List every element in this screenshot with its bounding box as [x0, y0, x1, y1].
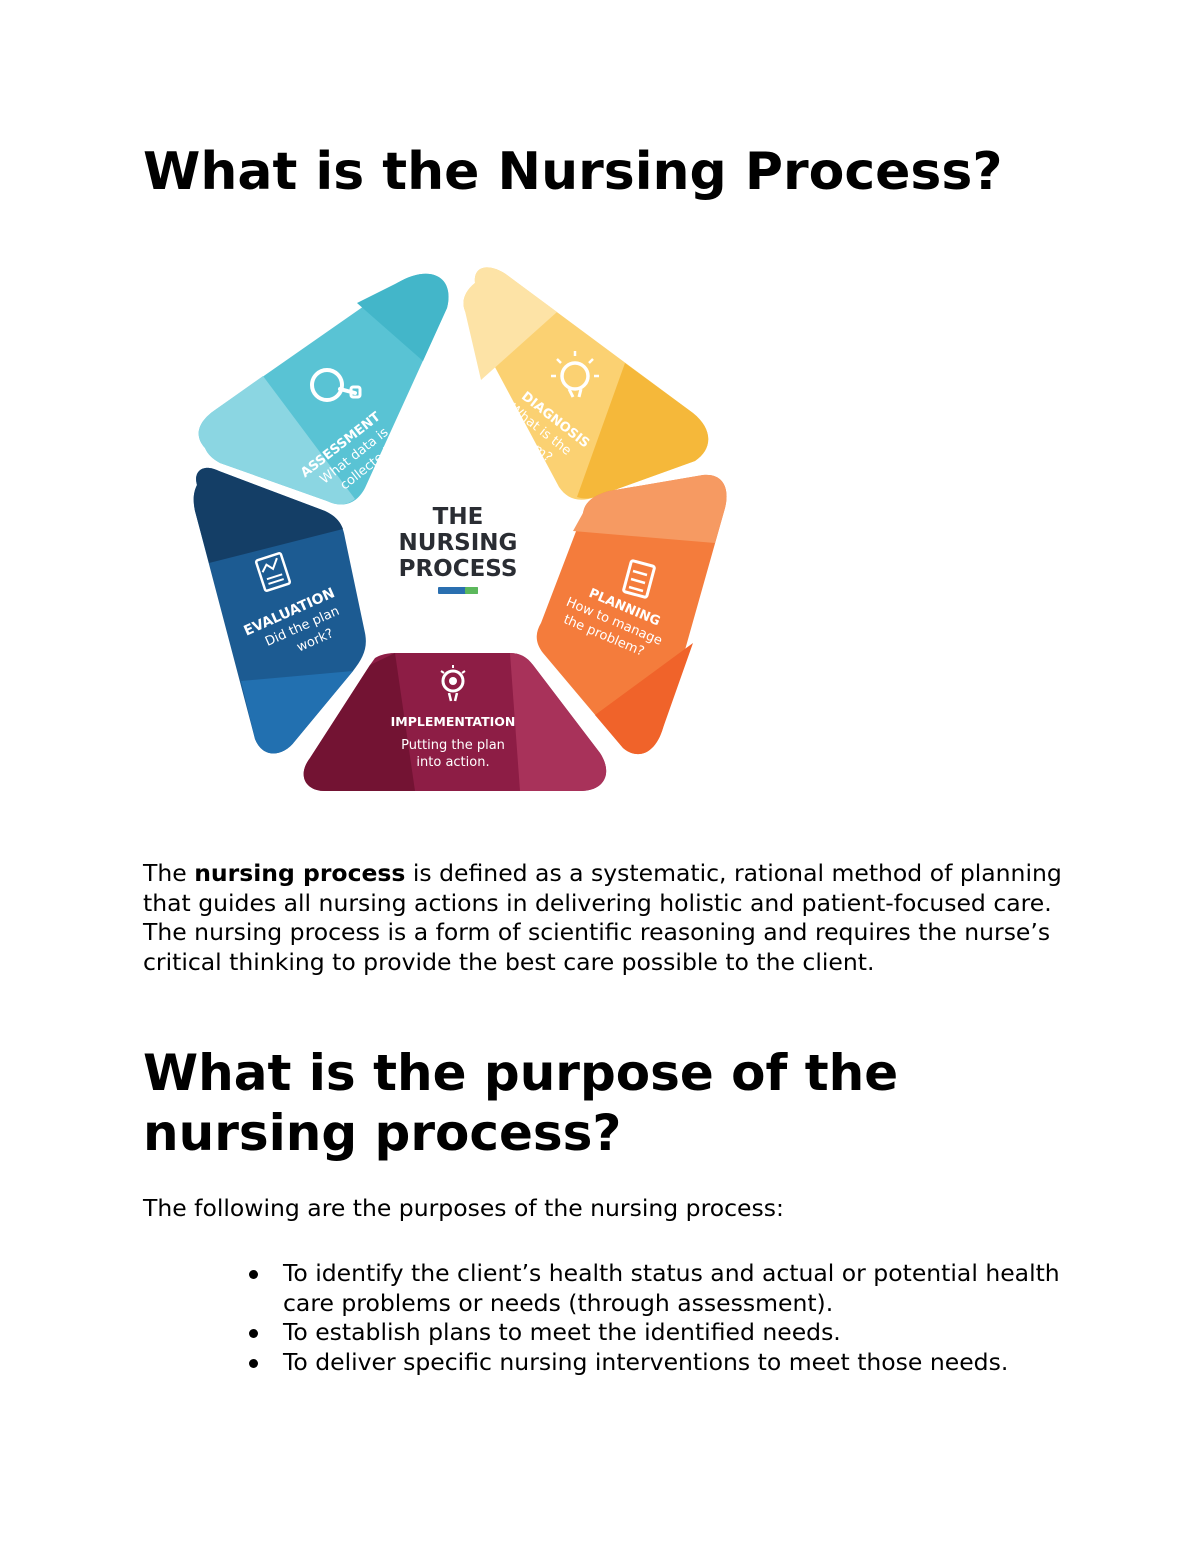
- purpose-list: To identify the client’s health status a…: [249, 1259, 1073, 1378]
- brand-logo: [438, 587, 478, 594]
- center-title-line2: NURSING: [399, 530, 518, 556]
- bullet-icon: [249, 1358, 258, 1368]
- page-title: What is the Nursing Process?: [143, 142, 1003, 202]
- section-heading-purpose: What is the purpose of the nursing proce…: [143, 1044, 899, 1162]
- diagnosis-segment: DIAGNOSIS What is the problem?: [463, 267, 709, 500]
- list-item: To establish plans to meet the identifie…: [249, 1318, 1073, 1348]
- planning-segment: PLANNING How to manage the problem?: [536, 474, 727, 755]
- definition-body: is defined as a systematic, rational met…: [143, 859, 1062, 977]
- list-item: To identify the client’s health status a…: [249, 1259, 1073, 1318]
- gear-bulb-icon: [440, 665, 466, 702]
- bullet-icon: [249, 1270, 258, 1279]
- definition-lead: The: [143, 859, 195, 887]
- implementation-line2: into action.: [416, 755, 489, 770]
- list-item-text: To establish plans to meet the identifie…: [283, 1318, 841, 1346]
- center-title-line3: PROCESS: [399, 556, 518, 582]
- lightbulb-icon: [551, 351, 599, 398]
- chart-report-icon: [254, 552, 292, 592]
- list-item-text: To identify the client’s health status a…: [283, 1259, 1060, 1317]
- diagram-center-title: THE NURSING PROCESS: [399, 504, 518, 594]
- assessment-segment: ASSESSMENT What data is collected?: [198, 273, 449, 505]
- center-title-line1: THE: [433, 504, 484, 530]
- bullet-icon: [249, 1329, 258, 1338]
- purpose-intro: The following are the purposes of the nu…: [143, 1194, 784, 1222]
- checklist-icon: [622, 559, 656, 599]
- evaluation-segment: EVALUATION Did the plan work?: [193, 467, 366, 754]
- implementation-title: IMPLEMENTATION: [391, 714, 516, 729]
- list-item: To deliver specific nursing intervention…: [249, 1347, 1073, 1378]
- implementation-line1: Putting the plan: [401, 738, 505, 753]
- list-item-text: To deliver specific nursing intervention…: [283, 1347, 1009, 1376]
- definition-paragraph: The nursing process is defined as a syst…: [143, 859, 1063, 978]
- implementation-segment: IMPLEMENTATION Putting the plan into act…: [303, 653, 607, 791]
- magnifier-icon: [310, 368, 362, 402]
- nursing-process-diagram: ASSESSMENT What data is collected?: [175, 263, 735, 803]
- definition-term: nursing process: [194, 859, 406, 887]
